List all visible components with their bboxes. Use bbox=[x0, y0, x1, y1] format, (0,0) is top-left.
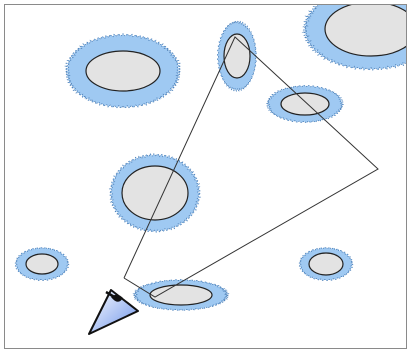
obstacle-body bbox=[281, 93, 329, 115]
obstacle[interactable] bbox=[217, 21, 256, 91]
obstacle[interactable] bbox=[303, 5, 406, 70]
obstacle[interactable] bbox=[15, 248, 69, 281]
obstacle[interactable] bbox=[110, 154, 201, 232]
obstacle-body bbox=[26, 254, 58, 274]
obstacle-body bbox=[309, 253, 343, 275]
game-viewport[interactable] bbox=[4, 4, 407, 349]
viewer-eye-icon[interactable] bbox=[89, 290, 138, 334]
obstacle[interactable] bbox=[133, 279, 228, 310]
visibility-scene[interactable] bbox=[5, 5, 406, 348]
obstacle-body bbox=[122, 166, 188, 220]
obstacle[interactable] bbox=[299, 248, 353, 281]
obstacle-body bbox=[224, 34, 250, 78]
obstacle[interactable] bbox=[65, 34, 181, 108]
obstacle[interactable] bbox=[267, 85, 343, 122]
obstacle-body bbox=[86, 51, 160, 91]
